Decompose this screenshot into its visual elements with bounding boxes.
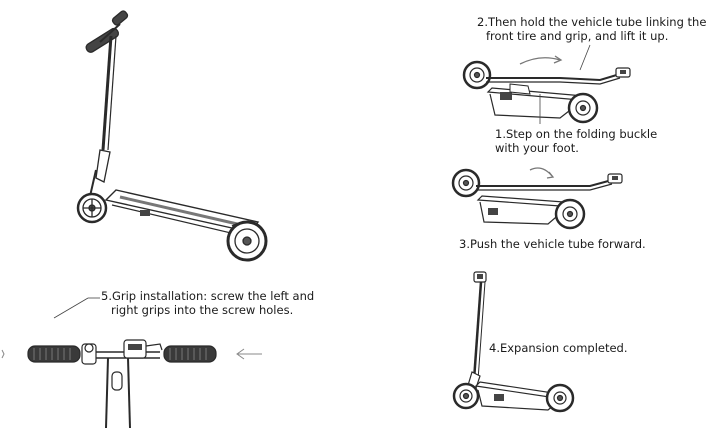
step3-line1: 3.Push the vehicle tube forward. — [459, 237, 646, 251]
illustrations — [1, 10, 631, 428]
step1-caption: 1.Step on the folding buckle with your f… — [495, 127, 657, 155]
step5-line1: 5.Grip installation: screw the left and — [101, 289, 315, 303]
step2-line2: front tire and grip, and lift it up. — [486, 29, 669, 43]
step1-line2: with your foot. — [495, 141, 579, 155]
step2-caption: 2.Then hold the vehicle tube linking the… — [477, 15, 706, 43]
step4-line1: 4.Expansion completed. — [489, 341, 628, 355]
step1-line1: 1.Step on the folding buckle — [495, 127, 658, 141]
manual-page: 2.Then hold the vehicle tube linking the… — [1, 10, 706, 428]
step5-line2: right grips into the screw holes. — [111, 303, 294, 317]
scooter-folded-lift-illustration — [462, 44, 631, 124]
scooter-expanded-illustration — [452, 271, 575, 413]
scooter-assembled-illustration — [76, 10, 268, 262]
grip-installation-illustration — [1, 297, 262, 428]
step3-caption: 3.Push the vehicle tube forward. — [459, 237, 646, 251]
scooter-folded-push-illustration — [451, 167, 623, 230]
step2-line1: 2.Then hold the vehicle tube linking the — [477, 15, 706, 29]
step4-caption: 4.Expansion completed. — [489, 341, 628, 355]
step5-caption: 5.Grip installation: screw the left and … — [101, 289, 314, 317]
